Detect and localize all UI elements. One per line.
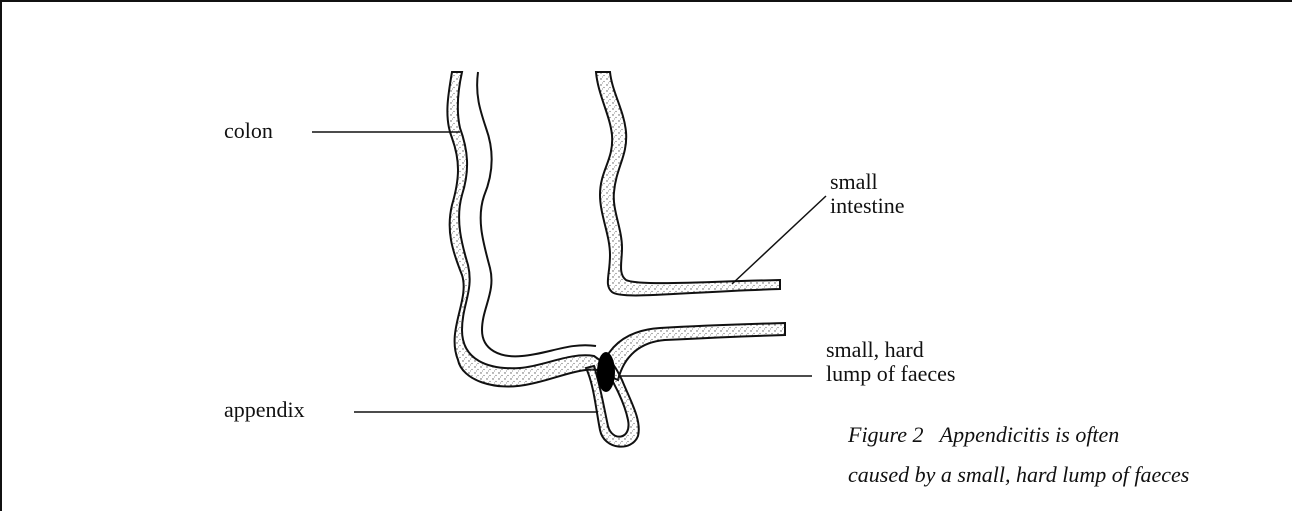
colon-outer-line — [477, 72, 596, 356]
small-intestine-leader-line — [732, 196, 826, 284]
figure-caption-line2: caused by a small, hard lump of faeces — [848, 456, 1189, 494]
small-intestine-wall — [596, 72, 780, 295]
small-intestine-label-line1: small — [830, 170, 878, 194]
faeces-lump — [597, 352, 615, 392]
colon-wall — [447, 72, 608, 387]
ileum-wall — [600, 323, 785, 380]
appendix-label: appendix — [224, 398, 305, 422]
lump-label-line1: small, hard — [826, 338, 924, 362]
small-intestine-label-line2: intestine — [830, 194, 905, 218]
figure-caption-line1: Figure 2 Appendicitis is often — [848, 416, 1119, 454]
lump-label-line2: lump of faeces — [826, 362, 956, 386]
colon-label: colon — [224, 119, 273, 143]
